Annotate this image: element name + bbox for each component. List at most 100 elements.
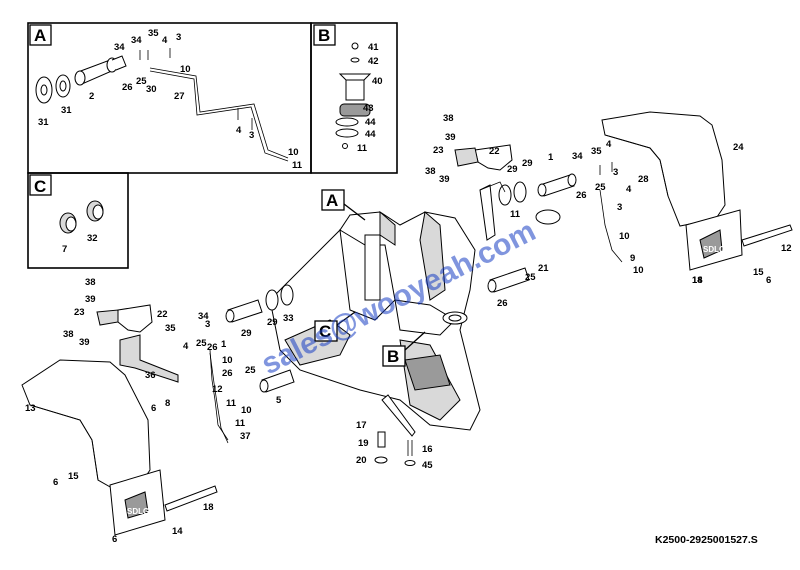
part-number-label: 29 [507, 164, 518, 175]
detail-box-b: B [310, 22, 398, 174]
part-number-label: 43 [363, 103, 374, 114]
part-number-label: 25 [196, 338, 207, 349]
part-number-label: 25 [245, 365, 256, 376]
box-b-letter: B [318, 26, 330, 45]
part-number-label: 38 [63, 329, 74, 340]
part-number-label: 20 [356, 455, 367, 466]
part-number-label: 29 [241, 328, 252, 339]
part-number-label: 28 [638, 174, 649, 185]
box-a-letter: A [34, 26, 46, 45]
part-number-label: 5 [276, 395, 282, 406]
right-assembly [454, 111, 793, 293]
callout-b: B [382, 331, 426, 367]
part-number-label: 6 [766, 275, 771, 286]
part-number-label: 11 [292, 160, 303, 171]
part-number-label: 18 [203, 502, 214, 513]
part-number-label: 45 [422, 460, 433, 471]
part-number-label: 11 [226, 398, 237, 409]
detail-box-c: C [27, 172, 129, 269]
part-number-label: 33 [283, 313, 294, 324]
part-number-label: 6 [151, 403, 156, 414]
part-number-label: 37 [240, 431, 251, 442]
part-number-label: 10 [180, 64, 191, 75]
part-number-label: 10 [288, 147, 299, 158]
logo-left: SDLG [127, 507, 149, 516]
part-number-label: 44 [365, 117, 376, 128]
part-number-label: 34 [114, 42, 125, 53]
part-number-label: 39 [445, 132, 456, 143]
logo-right: SDLG [703, 245, 725, 254]
part-number-label: 16 [422, 444, 433, 455]
part-number-label: 31 [61, 105, 72, 116]
part-number-label: 1 [221, 339, 227, 350]
drawing-code: K2500-2925001527.S [655, 534, 758, 546]
detail-box-a: A [27, 22, 312, 174]
part-number-label: 4 [236, 125, 242, 136]
part-number-label: 34 [572, 151, 583, 162]
part-number-label: 10 [619, 231, 630, 242]
part-number-label: 29 [267, 317, 278, 328]
part-number-label: 4 [606, 139, 612, 150]
part-number-label: 40 [372, 76, 383, 87]
part-number-label: 12 [781, 243, 792, 254]
part-number-label: 15 [68, 471, 79, 482]
part-number-label: 26 [576, 190, 587, 201]
svg-text:B: B [387, 347, 399, 366]
part-number-label: 23 [74, 307, 85, 318]
part-number-label: 23 [433, 145, 444, 156]
part-number-label: 39 [439, 174, 450, 185]
part-number-label: 42 [368, 56, 379, 67]
part-number-label: 25 [136, 76, 147, 87]
svg-text:C: C [319, 322, 331, 341]
part-number-label: 22 [489, 146, 500, 157]
part-number-label: 11 [510, 209, 521, 220]
part-number-label: 10 [241, 405, 252, 416]
part-number-label: 12 [212, 384, 223, 395]
svg-text:A: A [326, 191, 338, 210]
part-number-label: 38 [85, 277, 96, 288]
part-number-label: 26 [207, 342, 218, 353]
part-number-label: 35 [148, 28, 159, 39]
part-number-label: 39 [79, 337, 90, 348]
part-number-label: 15 [753, 267, 764, 278]
part-number-label: 24 [733, 142, 744, 153]
part-number-label: 4 [626, 184, 632, 195]
part-number-label: 38 [425, 166, 436, 177]
part-number-label: 36 [145, 370, 156, 381]
part-number-label: 35 [591, 146, 602, 157]
center-lower-assembly [374, 394, 416, 466]
part-number-label: 21 [538, 263, 549, 274]
part-number-label: 17 [356, 420, 367, 431]
part-number-label: 3 [249, 130, 254, 141]
part-number-label: 32 [87, 233, 98, 244]
part-number-label: 2 [89, 91, 94, 102]
part-number-label: 38 [443, 113, 454, 124]
part-number-label: 27 [174, 91, 185, 102]
part-number-label: 26 [222, 368, 233, 379]
part-number-label: 4 [183, 341, 189, 352]
part-number-label: 18 [692, 275, 703, 286]
left-assembly [21, 284, 295, 536]
callout-c: C [314, 311, 356, 342]
part-number-label: 10 [222, 355, 233, 366]
part-number-label: 6 [53, 477, 58, 488]
part-number-label: 14 [172, 526, 183, 537]
part-number-label: 3 [205, 319, 210, 330]
part-number-label: 25 [525, 272, 536, 283]
part-number-label: 34 [198, 311, 209, 322]
part-number-label: 34 [131, 35, 142, 46]
part-number-label: 26 [497, 298, 508, 309]
part-number-label: 9 [630, 253, 635, 264]
part-number-label: 7 [62, 244, 67, 255]
part-number-label: 10 [633, 265, 644, 276]
box-c-letter: C [34, 177, 46, 196]
part-number-label: 3 [617, 202, 622, 213]
callout-a: A [321, 189, 366, 221]
part-number-label: 11 [235, 418, 246, 429]
part-number-label: 22 [157, 309, 168, 320]
part-number-label: 11 [357, 143, 368, 154]
part-number-label: 25 [595, 182, 606, 193]
